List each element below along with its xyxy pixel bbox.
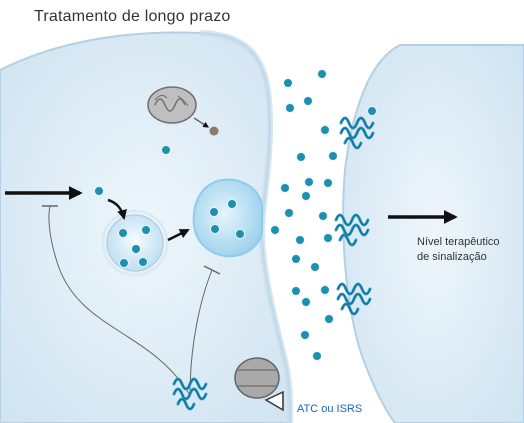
mitochondrion-icon	[147, 86, 219, 136]
molecule-dot	[227, 199, 237, 209]
molecule-dot	[283, 78, 293, 88]
inhibition-line-input	[48, 205, 191, 396]
release-arrow-icon	[167, 228, 190, 242]
molecule-dot	[301, 297, 311, 307]
molecule-dot	[303, 96, 313, 106]
molecule-dot	[284, 208, 294, 218]
receptor-icon	[334, 213, 370, 247]
molecule-dot	[323, 233, 333, 243]
molecule-dot	[323, 178, 333, 188]
drug-label: ATC ou ISRS	[297, 403, 363, 415]
molecule-dot	[285, 103, 295, 113]
fusing-vesicle	[192, 178, 263, 258]
molecule-dot	[94, 186, 104, 196]
transporter-icon	[234, 357, 284, 412]
molecule-dot	[300, 330, 310, 340]
molecule-dot	[295, 235, 305, 245]
molecule-dot	[291, 254, 301, 264]
receptors	[172, 116, 375, 411]
molecule-dot	[141, 225, 151, 235]
output-label-line1: Nível terapêutico	[417, 236, 500, 248]
molecule-dot	[317, 69, 327, 79]
molecule-dot	[270, 225, 280, 235]
molecule-dot	[161, 145, 171, 155]
molecule-dot	[320, 285, 330, 295]
molecule-dot	[280, 183, 290, 193]
molecule-dot	[312, 351, 322, 361]
molecule-dot	[296, 152, 306, 162]
output-label-line2: de sinalização	[417, 251, 487, 263]
receptor-icon	[336, 282, 372, 316]
molecule-dot	[291, 286, 301, 296]
molecule-dot	[304, 177, 314, 187]
molecule-dot	[318, 211, 328, 221]
molecule-dot	[310, 262, 320, 272]
molecule-dot	[367, 106, 377, 116]
vesicle-loading-arrow-icon	[107, 198, 127, 220]
receptor-icon	[339, 116, 375, 150]
molecule-dot	[131, 244, 141, 254]
molecule-dot	[235, 229, 245, 239]
neurotransmitter-molecules	[94, 69, 377, 361]
molecule-dot	[210, 224, 220, 234]
molecule-dot	[118, 228, 128, 238]
postsynaptic-neuron	[342, 44, 524, 423]
molecule-dot	[301, 191, 311, 201]
molecule-dot	[328, 151, 338, 161]
inhibition-line-release	[189, 269, 213, 396]
receptor-icon	[172, 377, 208, 411]
molecule-dot	[138, 257, 148, 267]
vesicle-icon	[101, 209, 169, 277]
molecule-dot	[324, 314, 334, 324]
molecule-dot	[209, 207, 219, 217]
molecule-dot	[320, 125, 330, 135]
diagram-title: Tratamento de longo prazo	[34, 8, 231, 25]
molecule-dot	[119, 258, 129, 268]
inhibition-bar-release	[203, 265, 221, 275]
